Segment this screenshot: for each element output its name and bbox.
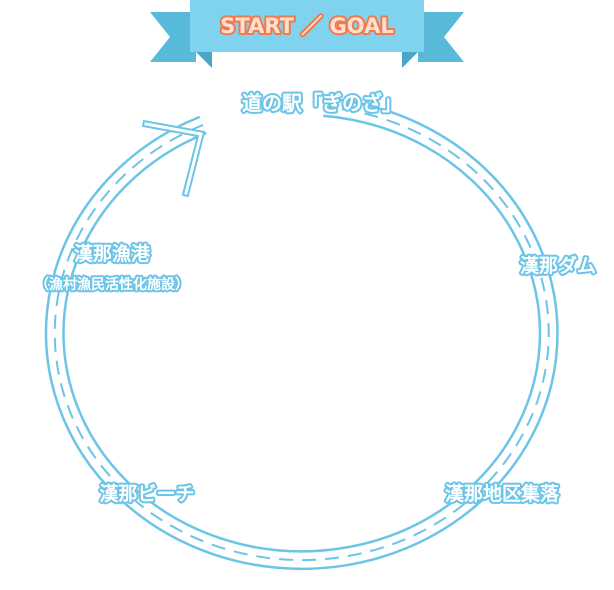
direction-arrow-icon: [141, 119, 206, 198]
ribbon-left-tail: [150, 12, 196, 62]
ribbon-fold-left: [196, 52, 212, 68]
banner-title: START ／ GOAL: [220, 14, 393, 38]
start-goal-banner: START ／ GOAL: [150, 0, 464, 68]
route-road: [44, 97, 559, 571]
stop-label-kanna-dam: 漢那ダム: [520, 254, 596, 277]
stop-label-kanna-port: 漢那漁港: [74, 242, 151, 265]
ribbon-body: [190, 0, 424, 52]
stop-label-michinoeki: 道の駅「ぎのざ」: [242, 91, 402, 115]
road-center-dashes: [53, 106, 550, 562]
stop-label-kanna-village: 漢那地区集落: [445, 482, 560, 505]
ribbon-right-tail: [418, 12, 464, 62]
stop-sublabel-kanna-port: （漁村漁民活性化施設）: [35, 276, 189, 293]
ribbon-fold-right: [402, 52, 418, 68]
stop-label-kanna-beach: 漢那ビーチ: [99, 482, 194, 505]
